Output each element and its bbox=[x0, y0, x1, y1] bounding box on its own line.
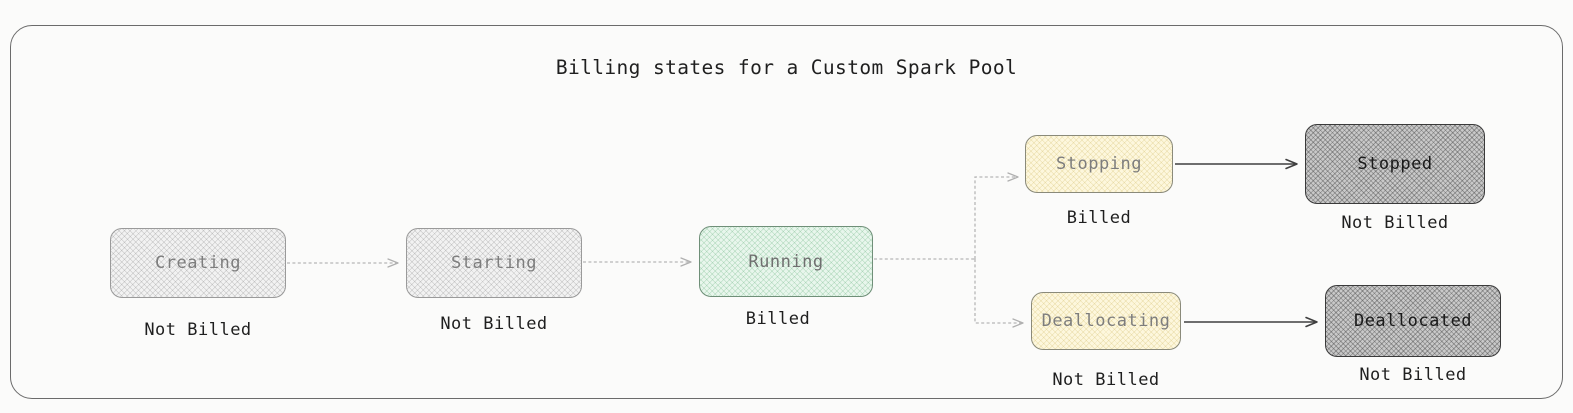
billing-caption-running: Billed bbox=[745, 309, 811, 329]
state-node-deallocating[interactable]: Deallocating bbox=[1031, 292, 1181, 350]
billing-caption-stopped: Not Billed bbox=[1341, 213, 1449, 233]
state-node-label: Stopped bbox=[1357, 154, 1433, 174]
state-node-label: Running bbox=[748, 251, 824, 272]
state-node-creating[interactable]: Creating bbox=[110, 228, 286, 298]
state-node-stopped[interactable]: Stopped bbox=[1305, 124, 1485, 204]
state-node-deallocated[interactable]: Deallocated bbox=[1325, 285, 1501, 357]
state-node-stopping[interactable]: Stopping bbox=[1025, 135, 1173, 193]
billing-caption-creating: Not Billed bbox=[144, 320, 252, 340]
state-node-starting[interactable]: Starting bbox=[406, 228, 582, 298]
billing-caption-stopping: Billed bbox=[1066, 208, 1132, 228]
state-node-label: Deallocated bbox=[1353, 311, 1473, 331]
billing-caption-deallocating: Not Billed bbox=[1052, 370, 1160, 390]
page-title: Billing states for a Custom Spark Pool bbox=[555, 56, 1018, 79]
billing-caption-starting: Not Billed bbox=[440, 314, 548, 334]
state-node-label: Creating bbox=[155, 253, 241, 273]
state-node-running[interactable]: Running bbox=[699, 226, 873, 297]
state-node-label: Stopping bbox=[1056, 154, 1142, 174]
diagram-frame bbox=[10, 25, 1563, 399]
billing-caption-deallocated: Not Billed bbox=[1359, 365, 1467, 385]
state-node-label: Deallocating bbox=[1041, 311, 1171, 331]
state-node-label: Starting bbox=[451, 253, 537, 273]
